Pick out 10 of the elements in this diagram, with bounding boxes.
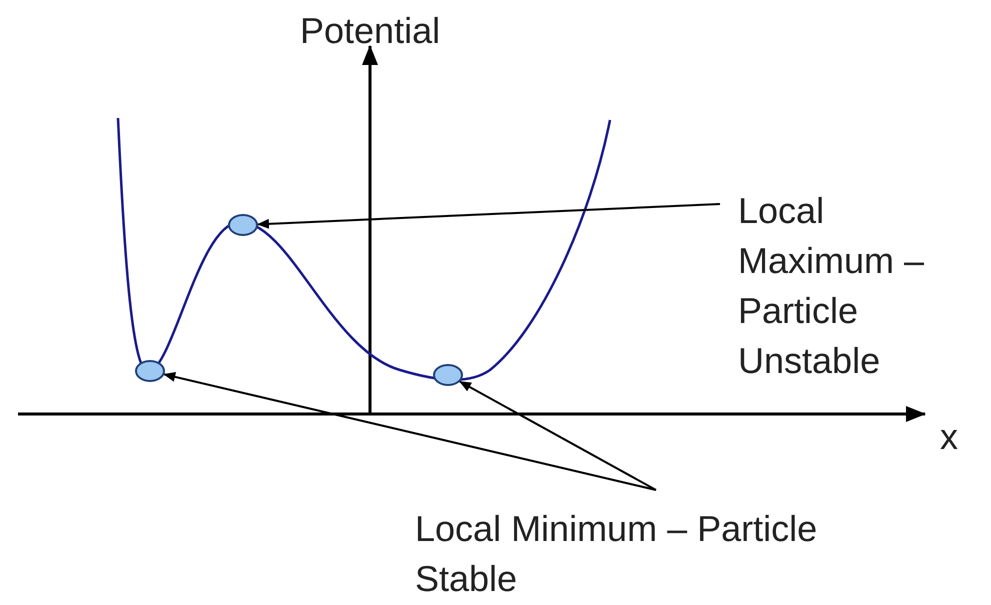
- callout-text: Local Minimum – Particle Stable: [415, 504, 895, 604]
- marker-ellipse: [135, 360, 165, 382]
- axis-label: x: [940, 415, 958, 459]
- callout-text: Local Maximum – Particle Unstable: [738, 186, 970, 386]
- marker-ellipse: [228, 214, 258, 236]
- marker-ellipse: [433, 364, 463, 386]
- leader-arrow: [459, 380, 656, 491]
- leader-arrow: [256, 203, 720, 229]
- axis-label: Potential: [300, 9, 440, 53]
- leader-arrow: [163, 372, 656, 491]
